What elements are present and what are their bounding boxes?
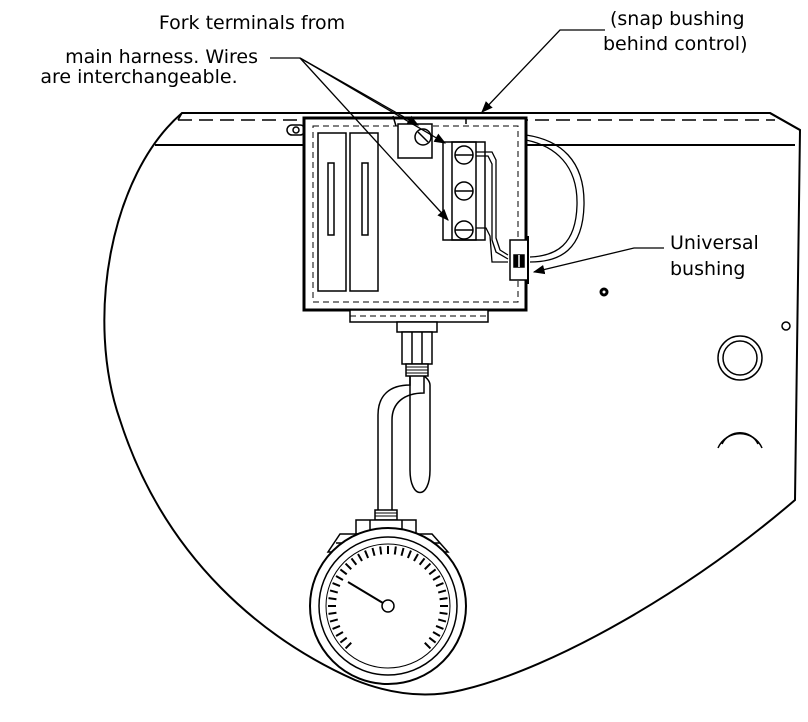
- callout-universal-bushing: Universal bushing: [670, 232, 759, 280]
- gauge-tick: [364, 550, 370, 559]
- gauge-tick: [424, 642, 432, 650]
- gauge-tick: [435, 582, 444, 588]
- gauge-tick: [328, 597, 337, 601]
- gauge-tick: [418, 557, 426, 566]
- universal-bushing: [509, 236, 529, 284]
- tank-holes: [599, 287, 791, 449]
- gauge-tick: [371, 547, 376, 557]
- gauge-tick: [435, 624, 444, 630]
- snap-label-line2: behind control): [603, 33, 748, 55]
- gauge-tick: [329, 589, 339, 594]
- gauge-tick: [329, 618, 339, 623]
- callout-snap-bushing: (snap bushing behind control): [603, 8, 748, 55]
- gauge-dial: [309, 527, 467, 685]
- universal-label-line2: bushing: [670, 258, 745, 280]
- gauge-tick: [335, 631, 344, 637]
- universal-label-line1: Universal: [670, 232, 759, 254]
- gauge-tick: [428, 568, 437, 576]
- rail-slot: [286, 124, 306, 136]
- gauge-tick: [432, 631, 441, 637]
- gauge-tick: [428, 636, 437, 644]
- gauge-tick: [393, 546, 397, 555]
- gauge-tick: [339, 568, 348, 576]
- gauge-tick: [437, 618, 447, 623]
- gauge-tick: [344, 562, 352, 570]
- top-terminal: [397, 123, 433, 159]
- fork-label-line3: are interchangeable.: [40, 66, 237, 88]
- gauge-tick: [406, 550, 412, 559]
- gauge-tick: [332, 582, 341, 588]
- gauge-tick: [400, 547, 405, 557]
- gauge-tick: [379, 546, 383, 555]
- callout-leaders: [270, 29, 664, 275]
- gauge-tick: [335, 575, 344, 581]
- sensor-plates: [317, 132, 379, 292]
- gauge-tick: [432, 575, 441, 581]
- gauge-needle: [347, 581, 389, 607]
- tank-outline: [103, 112, 802, 696]
- gauge-tick: [439, 611, 448, 615]
- harness-wires: [476, 134, 585, 263]
- gauge-tick: [339, 636, 348, 644]
- gauge-tick: [350, 557, 358, 566]
- gauge-tick: [332, 624, 341, 630]
- gauge-tick: [413, 553, 419, 562]
- gauge-tick: [439, 597, 448, 601]
- fork-label-line1: Fork terminals from: [159, 12, 345, 34]
- gauge-tick: [344, 642, 352, 650]
- fork-label-line2: main harness. Wires: [65, 46, 258, 68]
- gauge-tick: [424, 562, 432, 570]
- gauge-ticks: [328, 546, 448, 650]
- gauge-tick: [437, 589, 447, 594]
- terminal-strip: [442, 141, 486, 241]
- gauge-tick: [357, 553, 363, 562]
- snap-label-line1: (snap bushing: [610, 8, 745, 30]
- snap-bushing-mark: [392, 115, 467, 127]
- callout-fork-terminals: Fork terminals from main harness. Wires …: [40, 12, 345, 88]
- gauge-tick: [328, 611, 337, 615]
- capillary-tube: [377, 375, 431, 510]
- compression-fitting: [396, 321, 438, 377]
